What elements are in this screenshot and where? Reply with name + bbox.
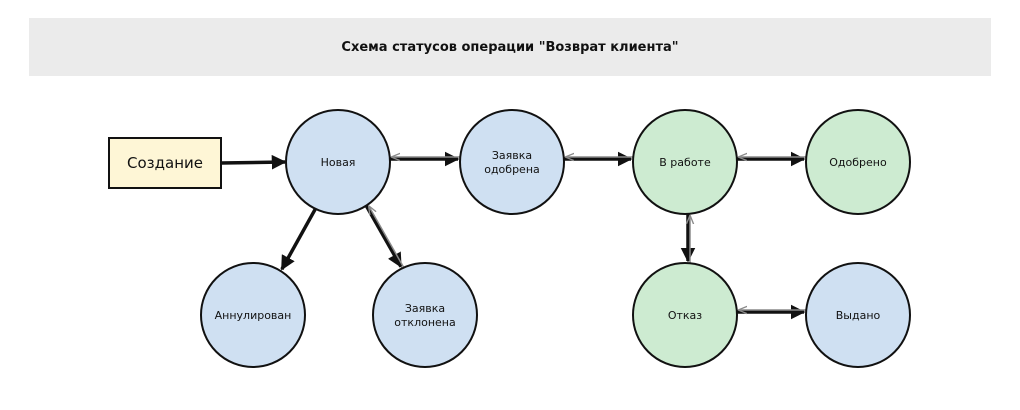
edge-start-to-novaya bbox=[220, 154, 287, 170]
node-circle bbox=[285, 109, 391, 215]
node-label: одобрена bbox=[484, 163, 540, 176]
diagram-title: Схема статусов операции "Возврат клиента… bbox=[341, 39, 679, 55]
node-v_rabote: В работе bbox=[632, 109, 738, 215]
start-label: Создание bbox=[127, 154, 203, 172]
node-circle bbox=[459, 109, 565, 215]
edge-otklonena-to-novaya bbox=[369, 206, 405, 268]
node-circle bbox=[632, 262, 738, 368]
start-box bbox=[108, 137, 222, 189]
node-annulirovan: Аннулирован bbox=[200, 262, 306, 368]
node-label: В работе bbox=[659, 156, 711, 169]
title-bar: Схема статусов операции "Возврат клиента… bbox=[29, 18, 991, 76]
node-label: отклонена bbox=[394, 316, 455, 329]
node-otkaz: Отказ bbox=[632, 262, 738, 368]
node-vydano: Выдано bbox=[805, 262, 911, 368]
node-circle bbox=[632, 109, 738, 215]
node-label: Отказ bbox=[668, 309, 702, 322]
node-label: Новая bbox=[321, 156, 356, 169]
node-circle bbox=[372, 262, 478, 368]
start-node: Создание bbox=[108, 137, 222, 189]
edge-novaya-to-otklonena bbox=[364, 204, 403, 268]
node-circle bbox=[805, 262, 911, 368]
node-novaya: Новая bbox=[285, 109, 391, 215]
node-label: Заявка bbox=[492, 149, 532, 162]
edges-layer bbox=[220, 151, 806, 320]
edge-novaya-to-annulirovan bbox=[280, 208, 317, 271]
node-circle bbox=[805, 109, 911, 215]
node-odobreno: Одобрено bbox=[805, 109, 911, 215]
node-circle bbox=[200, 262, 306, 368]
node-label: Выдано bbox=[836, 309, 881, 322]
node-label: Одобрено bbox=[829, 156, 887, 169]
node-label: Заявка bbox=[405, 302, 445, 315]
node-label: Аннулирован bbox=[215, 309, 292, 322]
